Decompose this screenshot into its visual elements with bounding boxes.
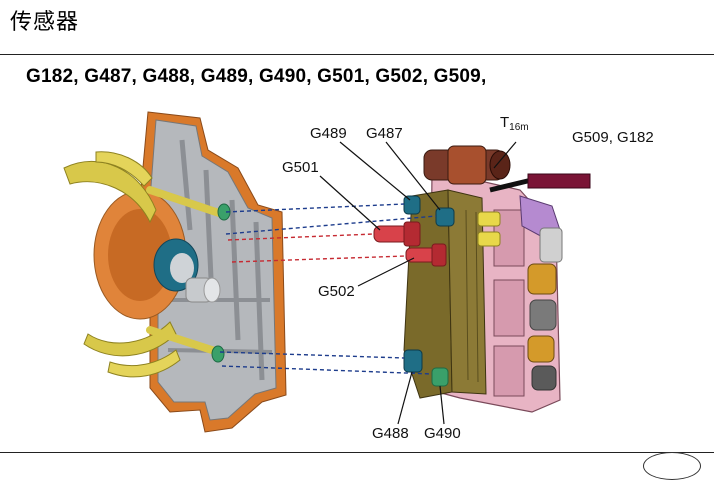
label-g501: G501 [282,159,319,176]
label-t16m-main: T [500,114,509,131]
label-g490: G490 [424,425,461,442]
label-t16m: T16m [500,114,529,133]
page-title: 传感器 [10,10,80,35]
alignment-lines [219,203,437,375]
label-g509-g182: G509, G182 [572,129,654,146]
label-g502: G502 [318,283,355,300]
sensor-list: G182, G487, G488, G489, G490, G501, G502… [26,66,487,87]
sensor-g501 [373,221,421,247]
bottom-divider [0,452,714,453]
t16m-connector [423,145,541,193]
sensor-diagram: G489 G487 T16m G509, G182 G501 G502 G488… [63,111,654,442]
sensor-g487 [435,207,455,227]
label-g487: G487 [366,125,403,142]
g509-g182-connector [527,173,591,189]
label-g489: G489 [310,125,347,142]
sensor-g489 [403,195,421,215]
gearbox-housing [63,111,287,433]
label-g488: G488 [372,425,409,442]
label-t16m-sub: 16m [509,122,528,133]
sensor-g490 [431,367,449,387]
top-divider [0,54,714,55]
sensor-g488 [403,349,423,373]
mechatronic-unit [373,145,591,413]
page-corner-mark [643,452,701,480]
leader-lines [319,141,517,425]
